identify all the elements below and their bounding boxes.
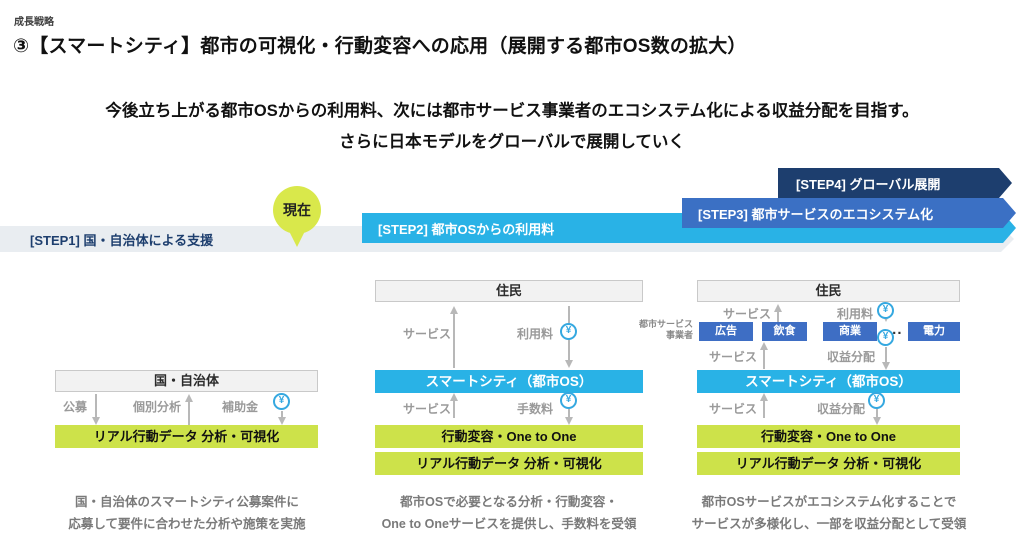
flow-label-shueki-bunpai: 収益分配	[816, 402, 865, 416]
step4-label: [STEP4] グローバル展開	[796, 176, 941, 192]
provider-label-line1: 都市サービス	[639, 319, 694, 329]
roadmap-step3-arrow: [STEP3] 都市サービスのエコシステム化	[682, 198, 1016, 228]
flow-label-koubo: 公募	[63, 400, 88, 414]
yen-icon: ¥	[560, 392, 577, 409]
smartcity-os-box: スマートシティ（都市OS）	[697, 370, 960, 393]
step2-diagram: 住民 サービス 利用料 ¥ スマートシティ（都市OS） サービス 手数料 ¥ 行…	[375, 280, 643, 540]
step1-caption-line2: 応募して要件に合わせた分析や施策を実施	[68, 516, 306, 531]
service-box-dining: 飲食	[762, 322, 807, 341]
step3-caption: 都市OSサービスがエコシステム化することで サービスが多様化し、一部を収益分配と…	[675, 492, 983, 536]
flow-label-tesuuryou: 手数料	[516, 402, 553, 416]
step3-caption-line1: 都市OSサービスがエコシステム化することで	[701, 495, 957, 509]
behavior-change-box: 行動変容・One to One	[697, 425, 960, 448]
step1-diagram: 国・自治体 公募 個別分析 補助金 ¥ リアル行動データ 分析・可視化 国・自治…	[55, 280, 318, 540]
step2-caption-line2: One to Oneサービスを提供し、手数料を受領	[381, 516, 637, 531]
provider-label-line2: 事業者	[665, 330, 693, 341]
flow-label-riyouryou: 利用料	[516, 327, 553, 341]
flow-label-service: サービス	[723, 307, 772, 321]
yen-icon: ¥	[877, 302, 894, 319]
current-badge: 現在	[273, 186, 321, 234]
real-data-box: リアル行動データ 分析・可視化	[375, 452, 643, 475]
behavior-change-box: 行動変容・One to One	[375, 425, 643, 448]
subtitle-line2: さらに日本モデルをグローバルで展開していく	[339, 132, 685, 151]
arrow-up-icon	[760, 393, 768, 418]
step2-caption: 都市OSで必要となる分析・行動変容・ One to Oneサービスを提供し、手数…	[359, 492, 659, 536]
city-service-provider-label: 都市サービス 事業者	[639, 319, 693, 342]
government-box: 国・自治体	[55, 370, 318, 392]
yen-icon: ¥	[560, 323, 577, 340]
flow-label-riyouryou: 利用料	[836, 307, 873, 321]
step1-caption-line1: 国・自治体のスマートシティ公募案件に	[75, 495, 299, 509]
arrow-up-icon	[450, 306, 458, 368]
real-data-box: リアル行動データ 分析・可視化	[55, 425, 318, 448]
arrow-up-icon	[774, 304, 782, 322]
arrow-up-icon	[760, 342, 768, 369]
flow-label-service: サービス	[403, 402, 452, 416]
residents-box: 住民	[697, 280, 960, 302]
yen-icon: ¥	[273, 393, 290, 410]
flow-label-shueki-bunpai: 収益分配	[826, 350, 875, 364]
flow-label-service: サービス	[709, 402, 758, 416]
eyebrow-label: 成長戦略	[14, 17, 54, 28]
arrow-up-icon	[450, 393, 458, 418]
residents-box: 住民	[375, 280, 643, 302]
step2-caption-line1: 都市OSで必要となる分析・行動変容・	[400, 495, 618, 509]
page-title: ③【スマートシティ】都市の可視化・行動変容への応用（展開する都市OS数の拡大）	[13, 36, 747, 57]
yen-icon: ¥	[877, 329, 894, 346]
arrow-down-icon	[882, 347, 890, 370]
arrow-down-icon	[92, 394, 100, 425]
step3-diagram: 住民 サービス 利用料 ¥ 都市サービス 事業者 広告 飲食 商業 ... 電力…	[639, 280, 966, 540]
current-badge-tail-icon	[289, 231, 305, 247]
step3-caption-line2: サービスが多様化し、一部を収益分配として受領	[691, 516, 967, 531]
step1-label: [STEP1] 国・自治体による支援	[30, 232, 214, 248]
step2-label: [STEP2] 都市OSからの利用料	[378, 221, 555, 237]
real-data-box: リアル行動データ 分析・可視化	[697, 452, 960, 475]
subtitle-line1: 今後立ち上がる都市OSからの利用料、次には都市サービス事業者のエコシステム化によ…	[105, 102, 919, 120]
step1-caption: 国・自治体のスマートシティ公募案件に 応募して要件に合わせた分析や施策を実施	[37, 492, 337, 536]
current-badge-label: 現在	[283, 202, 311, 218]
smartcity-os-box: スマートシティ（都市OS）	[375, 370, 643, 393]
flow-label-service: サービス	[403, 327, 452, 341]
flow-label-service: サービス	[709, 350, 758, 364]
subtitle: 今後立ち上がる都市OSからの利用料、次には都市サービス事業者のエコシステム化によ…	[0, 96, 1024, 157]
flow-label-kobetsu-bunseki: 個別分析	[133, 400, 182, 414]
service-box-power: 電力	[908, 322, 960, 341]
step3-label: [STEP3] 都市サービスのエコシステム化	[698, 206, 934, 222]
flow-label-hojokin: 補助金	[222, 400, 259, 414]
service-box-commerce: 商業	[823, 322, 877, 341]
yen-icon: ¥	[868, 392, 885, 409]
service-box-advertising: 広告	[699, 322, 753, 341]
arrow-up-icon	[185, 394, 193, 425]
roadmap-step4-arrow: [STEP4] グローバル展開	[778, 168, 1012, 198]
arrow-down-icon	[278, 411, 286, 425]
